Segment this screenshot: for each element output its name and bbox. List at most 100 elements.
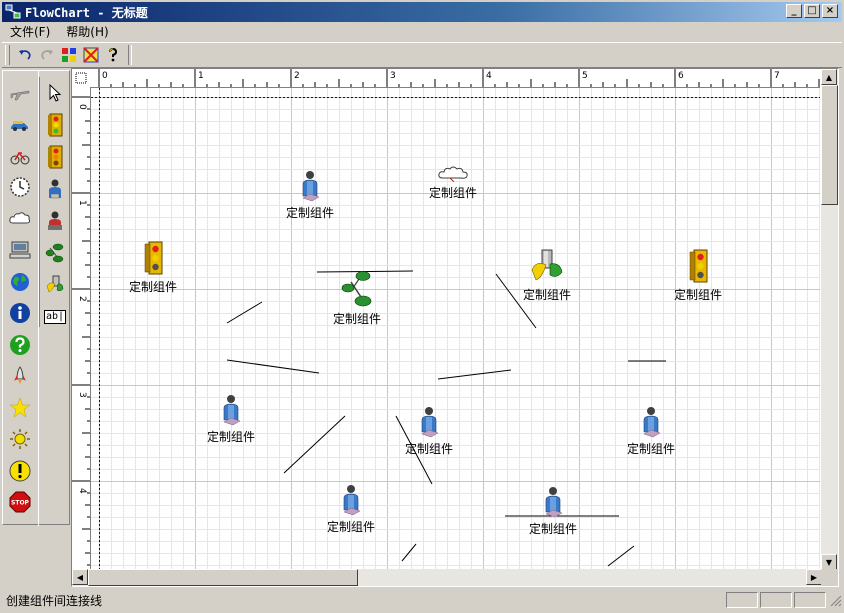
airplane-icon bbox=[10, 90, 30, 100]
status-panel-2 bbox=[760, 592, 792, 608]
palette-bicycle[interactable] bbox=[5, 140, 35, 172]
node-label: 定制组件 bbox=[404, 442, 454, 456]
connector-line[interactable] bbox=[437, 369, 512, 380]
ruler-label: 5 bbox=[582, 71, 588, 81]
tree-icon bbox=[45, 243, 64, 263]
sun-icon bbox=[10, 429, 30, 450]
grid-button[interactable] bbox=[80, 44, 102, 66]
palette-clock[interactable] bbox=[5, 172, 35, 204]
scroll-left-button[interactable]: ◀ bbox=[72, 569, 88, 585]
person-icon bbox=[299, 170, 321, 205]
status-panel-1 bbox=[726, 592, 758, 608]
node-label: 定制组件 bbox=[522, 288, 572, 302]
person-icon bbox=[340, 484, 362, 519]
ruler-label: 1 bbox=[198, 71, 204, 81]
app-icon bbox=[5, 4, 21, 20]
palette-worker[interactable] bbox=[40, 205, 70, 237]
globe-icon bbox=[11, 272, 29, 291]
scroll-down-button[interactable]: ▼ bbox=[821, 554, 837, 570]
palette-button[interactable] bbox=[58, 44, 80, 66]
connector-line[interactable] bbox=[226, 359, 320, 374]
connector-line[interactable] bbox=[401, 543, 417, 562]
diagram-canvas[interactable]: 定制组件定制组件定制组件定制组件定制组件定制组件定制组件定制组件定制组件定制组件… bbox=[91, 88, 820, 570]
horizontal-scrollbar[interactable]: ◀ ▶ bbox=[72, 569, 822, 586]
palette-airplane[interactable] bbox=[5, 77, 35, 109]
traffic-light-alt-icon bbox=[48, 145, 63, 169]
ruler-label: 6 bbox=[678, 71, 684, 81]
ruler-label: 3 bbox=[77, 392, 87, 398]
redo-button[interactable] bbox=[36, 44, 58, 66]
node-label: 定制组件 bbox=[285, 206, 335, 220]
connector-line[interactable] bbox=[607, 545, 635, 567]
palette-star[interactable] bbox=[5, 392, 35, 424]
palette-info[interactable] bbox=[5, 298, 35, 330]
connector-line[interactable] bbox=[495, 273, 537, 329]
palette-globe[interactable] bbox=[5, 266, 35, 298]
connector-line[interactable] bbox=[395, 415, 433, 485]
size-grip[interactable] bbox=[828, 593, 842, 607]
svg-text:STOP: STOP bbox=[11, 500, 30, 507]
menu-help[interactable]: 帮助(H) bbox=[66, 25, 109, 39]
scroll-right-button[interactable]: ▶ bbox=[806, 569, 822, 585]
menu-bar: 文件(F) 帮助(H) bbox=[2, 22, 842, 41]
palette-pushpin[interactable] bbox=[40, 269, 70, 301]
pushpin-icon bbox=[528, 248, 566, 287]
ruler-label: 1 bbox=[77, 200, 87, 206]
ruler-label: 3 bbox=[390, 71, 396, 81]
person-icon bbox=[640, 406, 662, 441]
palette-divider bbox=[38, 71, 39, 526]
pointer-icon bbox=[49, 83, 62, 102]
ruler-corner[interactable] bbox=[72, 69, 91, 88]
traffic-light-icon bbox=[48, 113, 63, 137]
pushpin-icon bbox=[46, 275, 64, 293]
minimize-button[interactable]: _ bbox=[786, 4, 802, 18]
connector-line[interactable] bbox=[226, 301, 263, 324]
vertical-scrollbar[interactable]: ▲ ▼ bbox=[821, 69, 838, 570]
palette-traffic-light-alt[interactable] bbox=[40, 141, 70, 173]
node-label: 定制组件 bbox=[673, 288, 723, 302]
toolbar-grip[interactable] bbox=[5, 45, 10, 65]
window-title: FlowChart - 无标题 bbox=[25, 5, 148, 20]
text-icon: ab| bbox=[43, 310, 67, 324]
palette-stop[interactable]: STOP bbox=[5, 487, 35, 519]
palette-sun[interactable] bbox=[5, 424, 35, 456]
car-icon bbox=[11, 121, 28, 132]
palette-tree[interactable] bbox=[40, 237, 70, 269]
palette-person[interactable] bbox=[40, 173, 70, 205]
palette-rocket[interactable] bbox=[5, 361, 35, 393]
palette-warning[interactable] bbox=[5, 455, 35, 487]
horizontal-scroll-thumb[interactable] bbox=[88, 569, 358, 586]
connector-line[interactable] bbox=[283, 415, 346, 474]
scroll-up-button[interactable]: ▲ bbox=[821, 69, 837, 85]
palette-pointer[interactable] bbox=[40, 77, 70, 109]
node-label: 定制组件 bbox=[206, 430, 256, 444]
palette-traffic-light[interactable] bbox=[40, 109, 70, 141]
toolbar bbox=[2, 42, 842, 68]
palette-question[interactable] bbox=[5, 329, 35, 361]
palette-text[interactable]: ab| bbox=[40, 301, 70, 333]
info-icon bbox=[10, 303, 30, 324]
help-button[interactable] bbox=[102, 44, 124, 66]
traffic-light-icon bbox=[141, 240, 165, 279]
status-panel-3 bbox=[794, 592, 826, 608]
node-label: 定制组件 bbox=[128, 280, 178, 294]
title-bar[interactable]: FlowChart - 无标题 _ □ × bbox=[2, 2, 842, 22]
status-bar: 创建组件间连接线 bbox=[2, 590, 842, 610]
undo-button[interactable] bbox=[14, 44, 36, 66]
warning-icon bbox=[9, 460, 31, 482]
maximize-button[interactable]: □ bbox=[804, 4, 820, 18]
menu-file[interactable]: 文件(F) bbox=[10, 25, 51, 39]
vertical-scroll-thumb[interactable] bbox=[821, 85, 838, 205]
palette-cloud[interactable] bbox=[5, 203, 35, 235]
close-button[interactable]: × bbox=[822, 4, 838, 18]
palette-computer[interactable] bbox=[5, 235, 35, 267]
stop-icon: STOP bbox=[9, 491, 31, 513]
cloud-icon bbox=[9, 211, 31, 224]
ruler-label: 4 bbox=[486, 71, 492, 81]
person-icon bbox=[418, 406, 440, 441]
palette-column-shapes: STOP bbox=[5, 77, 37, 518]
palette-car[interactable] bbox=[5, 109, 35, 141]
person-icon bbox=[49, 179, 61, 199]
ruler-label: 2 bbox=[294, 71, 300, 81]
